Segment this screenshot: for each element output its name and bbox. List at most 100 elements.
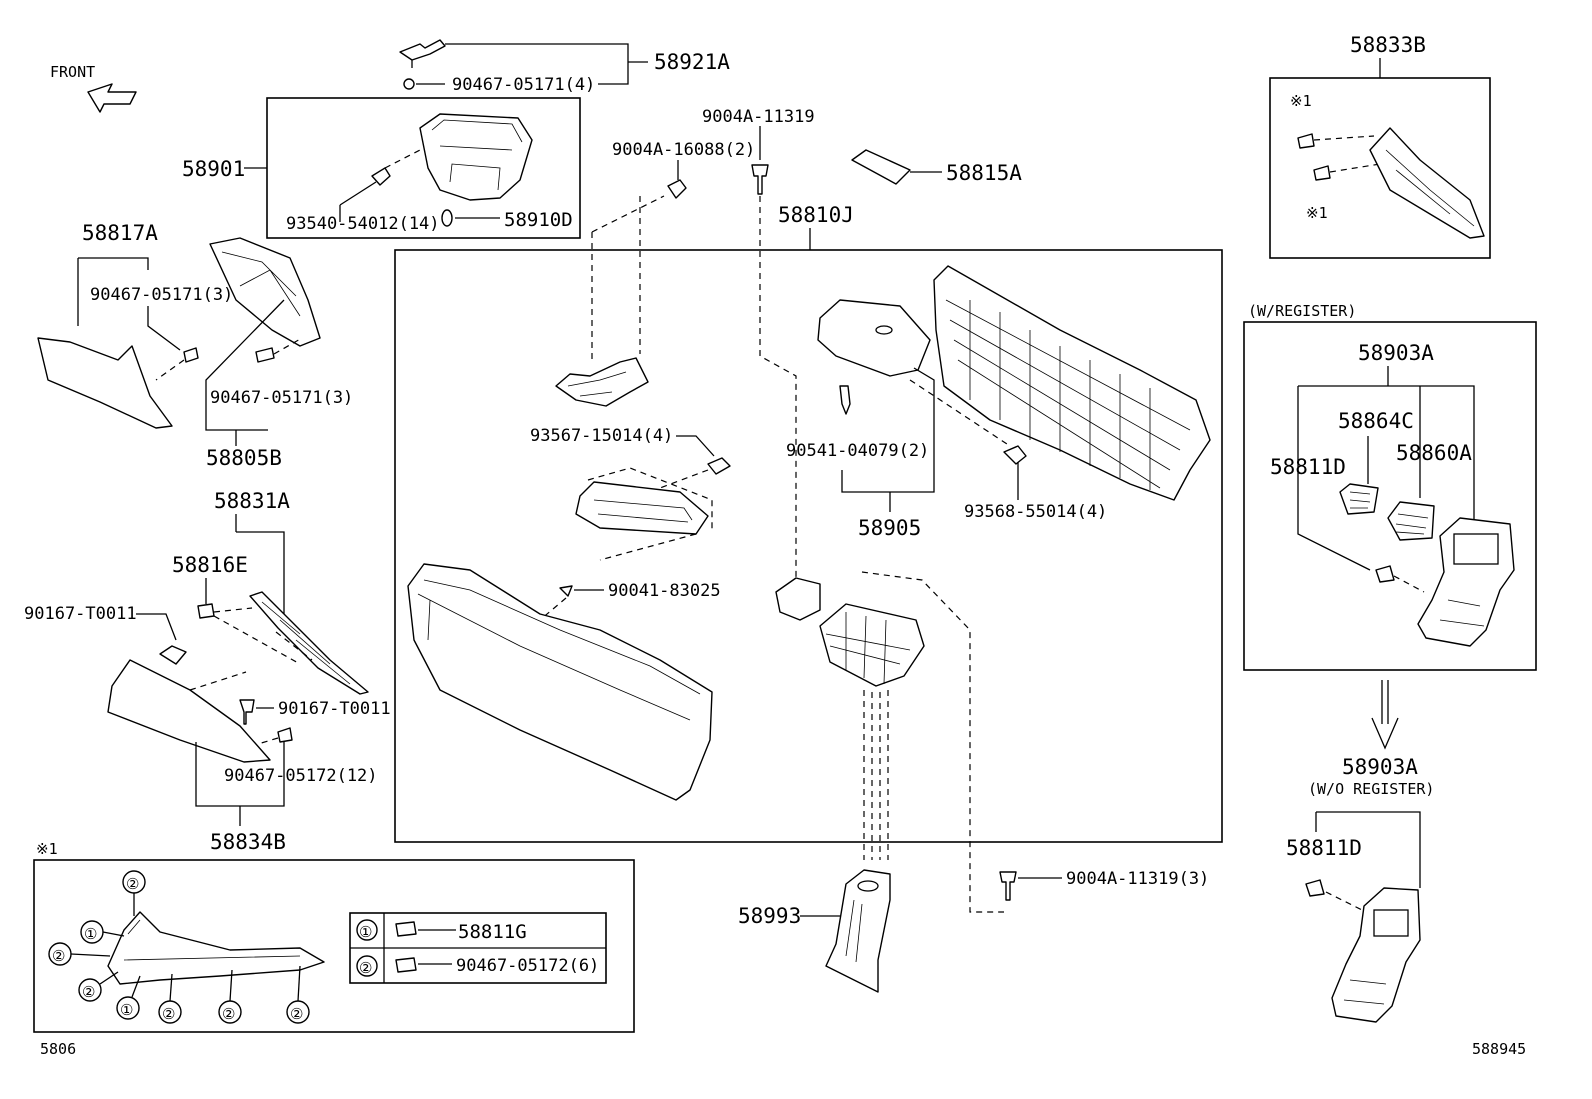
clip-90467-05172-icon [277,727,293,743]
callout-90541-04079-2: 90541-04079(2) [786,441,929,461]
callout-58817a: 58817A [82,221,158,245]
console-end-58903a-top-icon [1417,517,1515,647]
trim-58833b-icon [1369,127,1485,239]
callout-9004a-16088-2: 9004A-16088(2) [612,140,755,160]
bolt-9004a-11319-icon [751,164,769,195]
down-arrow-icon [1371,680,1399,750]
pad-58815a-icon [851,149,911,185]
shift-bezel-58901-icon [419,113,533,201]
callout-90467-05171-3a: 90467-05171(3) [90,285,233,305]
trim-inset-icon [107,911,325,985]
note-wo-register: (W/O REGISTER) [1308,780,1434,798]
callout-90041-83025: 90041-83025 [608,581,721,601]
inset-circle: ② [162,1005,175,1023]
legend-item-90467-05172-6: 90467-05172(6) [456,956,599,976]
bolt-9004a-11319-3-icon [999,871,1017,901]
callout-90167-t0011b: 90167-T0011 [278,699,391,719]
clip-58811g-icon [395,921,417,937]
callout-90467-05171-4: 90467-05171(4) [452,75,595,95]
note-mark-b: ※1 [1306,204,1328,222]
console-end-58903a-bottom-icon [1331,887,1421,1023]
clip-58833b-b-icon [1313,165,1331,181]
clip-58811d-bottom-icon [1305,879,1325,897]
register-58864c-icon [1339,483,1379,515]
callout-58905: 58905 [858,516,921,540]
inset-callout-circles: ② ① ② ② ① ② ② ② [48,870,310,1024]
front-arrow-icon [87,83,137,113]
callout-58834b: 58834B [210,830,286,854]
bracket-lower-icon [775,577,821,621]
callout-90467-05172-12: 90467-05172(12) [224,766,378,786]
screw-93567-icon [707,457,731,475]
callout-58811d-top: 58811D [1270,455,1346,479]
footer-left-code: 5806 [40,1040,76,1058]
front-label: FRONT [50,63,95,81]
bracket-console-icon [555,357,649,407]
screw-93568-icon [1003,445,1027,465]
callout-58910d: 58910D [504,209,573,231]
clip-90467-05172-6-icon [395,957,417,973]
callout-58993: 58993 [738,904,801,928]
panel-58805b-icon [209,237,321,347]
callout-58815a: 58815A [946,161,1022,185]
bracket-58993-icon [825,869,891,993]
register-58860a-icon [1387,501,1435,541]
screw-90167-b-icon [239,699,255,725]
clip-58816e-icon [197,603,215,619]
callout-58903a-bottom: 58903A [1342,755,1418,779]
inset-circle: ② [126,875,139,893]
callout-58860a: 58860A [1396,441,1472,465]
bracket-58921a-icon [399,39,446,61]
inset-circle: ② [290,1005,303,1023]
clip-58833b-a-icon [1297,133,1315,149]
hinge-90541-icon [839,385,851,415]
note-w-register: (W/REGISTER) [1248,302,1356,320]
callout-58864c: 58864C [1338,409,1414,433]
callout-58811d-bottom: 58811D [1286,836,1362,860]
callout-58901: 58901 [182,157,245,181]
callout-58903a-top: 58903A [1358,341,1434,365]
legend-item-58811g: 58811G [458,921,527,943]
storage-box-icon [819,603,925,687]
legend-circle-1: ① [359,923,372,941]
note-mark-a: ※1 [1290,92,1312,110]
inset-circle: ② [52,947,65,965]
panel-58817a-icon [37,337,173,429]
tray-console-icon [575,481,709,535]
panel-58834b-icon [107,659,271,763]
callout-58810j: 58810J [778,203,854,227]
callout-58921a: 58921A [654,50,730,74]
callout-58833b: 58833B [1350,33,1426,57]
callout-93568-55014-4: 93568-55014(4) [964,502,1107,522]
callout-93567-15014-4: 93567-15014(4) [530,426,673,446]
inset-note-mark: ※1 [36,840,58,858]
inset-circle: ② [82,983,95,1001]
footer-right-code: 588945 [1472,1040,1526,1058]
legend-circle-2: ② [359,959,372,977]
callout-9004a-11319-3: 9004A-11319(3) [1066,869,1209,889]
clip-58910d-icon [441,209,453,227]
screw-93540-icon [371,167,391,186]
clip-58817a-icon [183,347,199,363]
trim-58831a-icon [249,591,369,695]
clip-58811d-top-icon [1375,565,1395,583]
rear-panel-console-icon [933,265,1211,501]
callout-90467-05171-3b: 90467-05171(3) [210,388,353,408]
inset-circle: ② [222,1005,235,1023]
clip-90467-05171-icon [403,78,415,90]
callout-90167-t0011a: 90167-T0011 [24,604,137,624]
callout-58816e: 58816E [172,553,248,577]
lid-58905-icon [817,299,931,377]
inset-circle: ① [84,925,97,943]
clip-58805b-icon [255,347,275,363]
callout-9004a-11319: 9004A-11319 [702,107,815,127]
inset-circle: ① [120,1001,133,1019]
callout-58831a: 58831A [214,489,290,513]
screw-9004a-16088-icon [667,179,687,199]
clip-90041-83025-icon [559,585,573,597]
console-body-58810j-icon [407,563,713,801]
callout-58805b: 58805B [206,446,282,470]
screw-90167-a-icon [159,645,187,665]
callout-93540-54012-14: 93540-54012(14) [286,214,440,234]
